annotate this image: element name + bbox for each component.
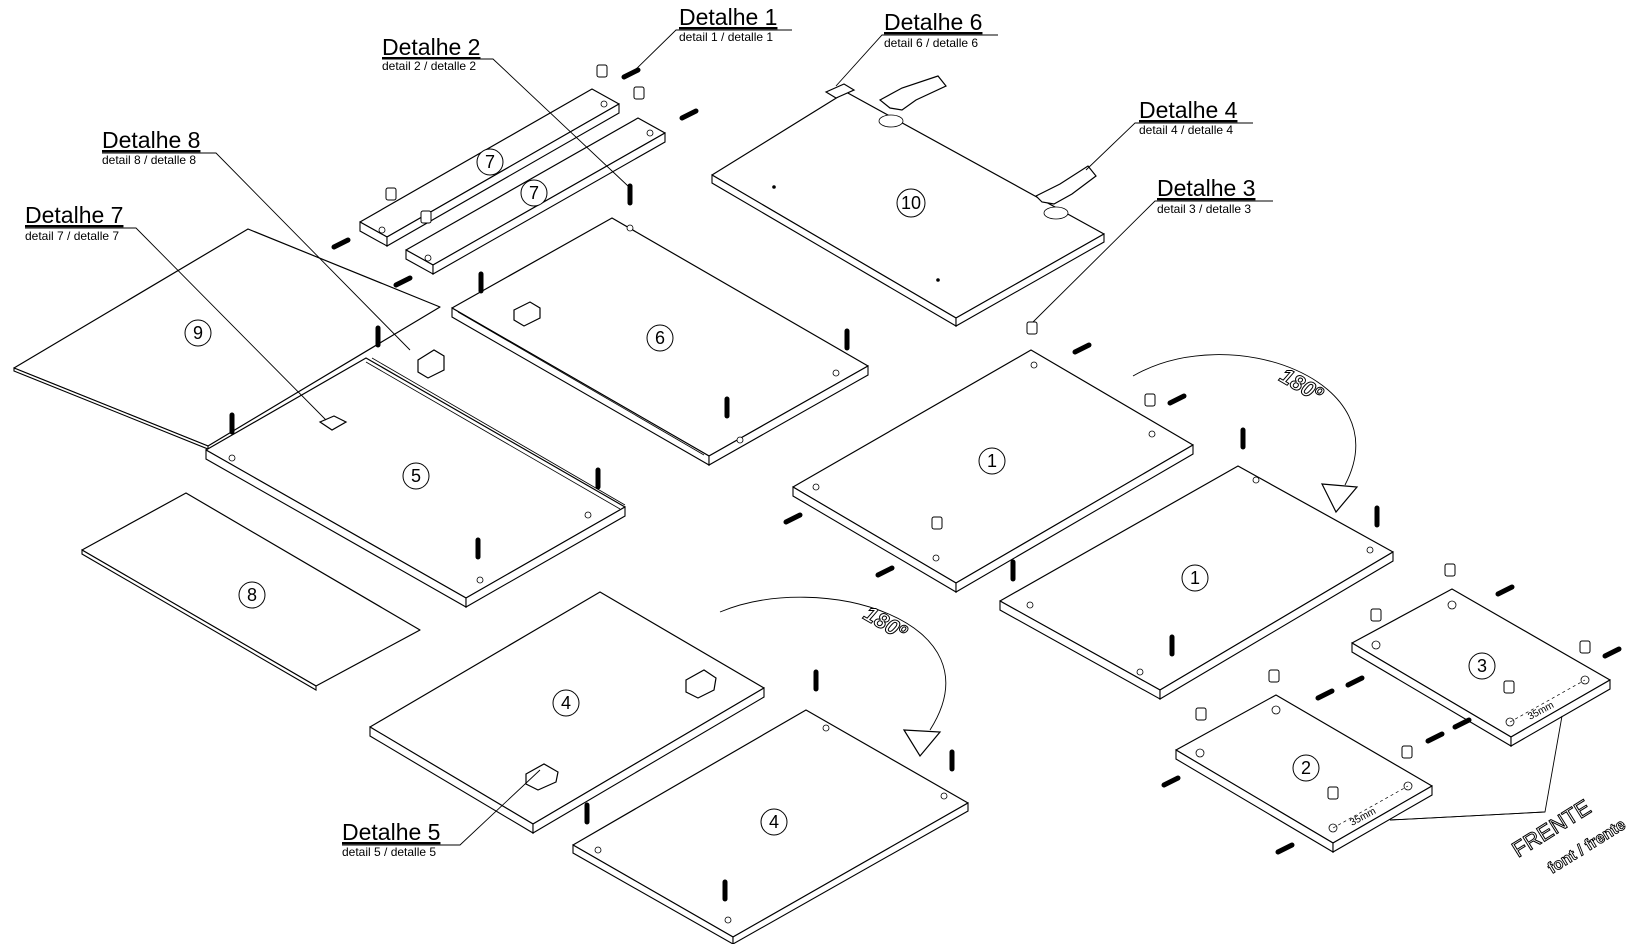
detail-7-title: Detalhe 7 (25, 202, 123, 228)
panel-10: 10 (711, 91, 1105, 327)
part-number-4-top: 4 (561, 693, 571, 713)
detail-3-subtitle: detail 3 / detalle 3 (1157, 202, 1251, 216)
detail-3-title: Detalhe 3 (1157, 175, 1255, 201)
part-number-2: 2 (1301, 758, 1311, 778)
panel-1-top: 1 (792, 349, 1194, 593)
detail-2-callout: Detalhe 2 detail 2 / detalle 2 (382, 34, 629, 187)
panel-6: 6 (451, 217, 869, 466)
part-number-3: 3 (1477, 656, 1487, 676)
part-number-10: 10 (901, 193, 921, 213)
detail-1-title: Detalhe 1 (679, 4, 777, 30)
detail-5-subtitle: detail 5 / detalle 5 (342, 845, 436, 859)
panel-5: 5 (205, 357, 626, 608)
detail-8-callout: Detalhe 8 detail 8 / detalle 8 (102, 127, 411, 351)
panel-8: 8 (81, 492, 421, 691)
hinge-hardware (318, 75, 1097, 791)
part-number-6: 6 (655, 328, 665, 348)
rail-7a: 7 (359, 88, 620, 247)
detail-5-callout: Detalhe 5 detail 5 / detalle 5 (342, 769, 541, 859)
part-number-1-top: 1 (987, 451, 997, 471)
detail-4-title: Detalhe 4 (1139, 97, 1238, 123)
detail-1-subtitle: detail 1 / detalle 1 (679, 30, 773, 44)
detail-2-title: Detalhe 2 (382, 34, 480, 60)
detail-6-callout: Detalhe 6 detail 6 / detalle 6 (835, 9, 998, 87)
detail-6-subtitle: detail 6 / detalle 6 (884, 36, 978, 50)
panel-4-rotated: 4 (572, 709, 969, 944)
rotation-label-1: 180º (1276, 363, 1328, 408)
part-number-5: 5 (411, 466, 421, 486)
detail-3-callout: Detalhe 3 detail 3 / detalle 3 (1032, 175, 1273, 323)
part-number-4-rotated: 4 (769, 812, 779, 832)
detail-7-subtitle: detail 7 / detalle 7 (25, 229, 119, 243)
detail-5-title: Detalhe 5 (342, 819, 440, 845)
rail-7b: 7 (405, 117, 666, 275)
detail-1-callout: Detalhe 1 detail 1 / detalle 1 (631, 4, 792, 74)
panel-3: 35mm 3 (1351, 588, 1611, 747)
panel-2: 35mm 2 (1175, 694, 1433, 853)
rotation-label-2: 180º (860, 601, 912, 646)
panel-4-top: 4 (369, 591, 765, 834)
detail-6-title: Detalhe 6 (884, 9, 982, 35)
part-number-9: 9 (193, 323, 203, 343)
detail-2-subtitle: detail 2 / detalle 2 (382, 59, 476, 73)
part-number-1-rotated: 1 (1190, 568, 1200, 588)
panel-1-rotated: 1 (999, 465, 1394, 700)
part-number-7b: 7 (529, 183, 539, 203)
detail-4-callout: Detalhe 4 detail 4 / detalle 4 (1085, 97, 1253, 171)
part-number-8: 8 (247, 585, 257, 605)
detail-4-subtitle: detail 4 / detalle 4 (1139, 123, 1233, 137)
detail-7-callout: Detalhe 7 detail 7 / detalle 7 (25, 202, 327, 421)
panel-9: 9 (13, 228, 441, 450)
hardware (229, 64, 1622, 902)
detail-8-title: Detalhe 8 (102, 127, 200, 153)
part-number-7a: 7 (485, 152, 495, 172)
detail-8-subtitle: detail 8 / detalle 8 (102, 153, 196, 167)
